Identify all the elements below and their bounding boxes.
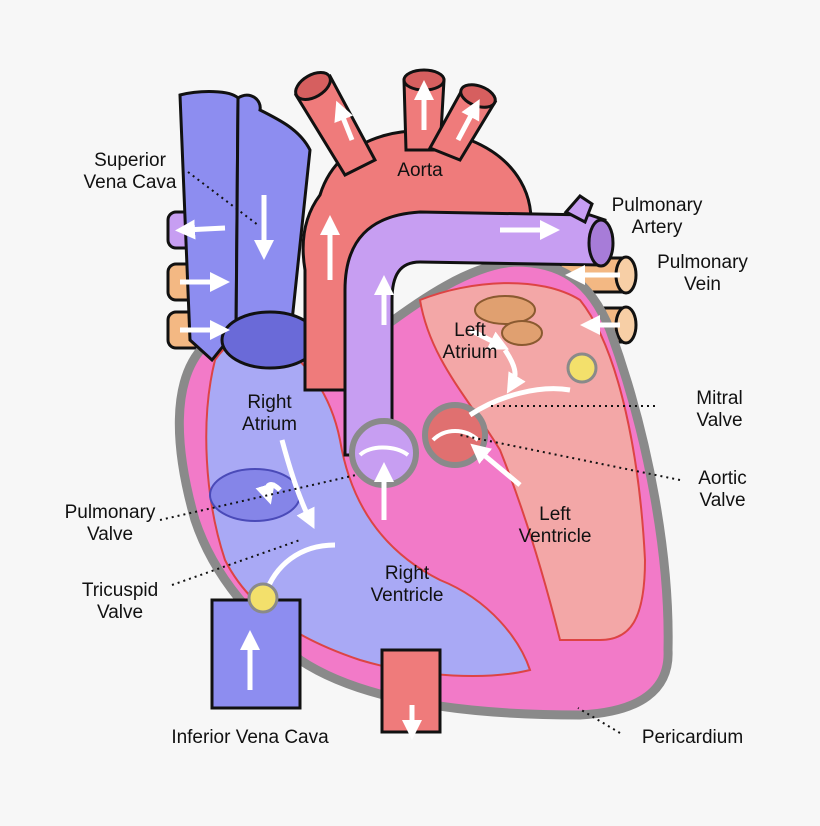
vena-cava	[178, 90, 320, 710]
valve-aortic-shape	[422, 402, 488, 468]
left-atrium-opening	[474, 295, 536, 325]
label-tricuspid-valve: Tricuspid Valve	[81, 580, 159, 623]
coronary-vessel-dot	[247, 582, 279, 614]
label-pulmonary-vein: Pulmonary Vein	[657, 252, 748, 295]
label-pulmonary-artery: Pulmonary Artery	[611, 195, 703, 238]
label-left-ventricle: Left Ventricle	[518, 504, 592, 547]
blood-flow-arrows	[175, 80, 620, 740]
label-right-atrium: Right Atrium	[242, 392, 297, 435]
label-pericardium: Pericardium	[641, 727, 744, 748]
label-mitral-valve: Mitral Valve	[696, 388, 743, 431]
label-left-atrium: Left Atrium	[442, 320, 498, 363]
label-aorta: Aorta	[397, 160, 443, 181]
label-aortic-valve: Aortic Valve	[698, 468, 747, 511]
label-inferior-vena-cava: Inferior Vena Cava	[171, 727, 329, 748]
label-pointer-lines	[159, 171, 681, 734]
label-superior-vena-cava: Superior Vena Cava	[83, 150, 177, 193]
label-right-ventricle: Right Ventricle	[370, 563, 444, 606]
coronary-vessel-dot	[566, 352, 598, 384]
label-pulmonary-valve: Pulmonary Valve	[64, 502, 156, 545]
